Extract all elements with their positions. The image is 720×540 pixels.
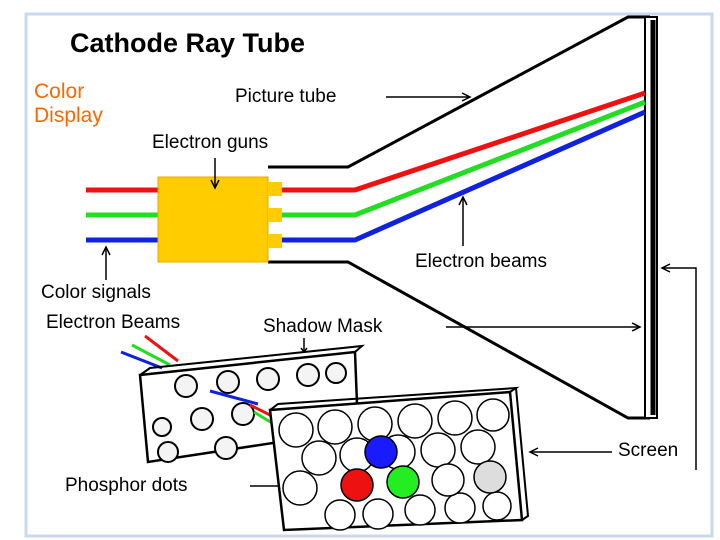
red-beam [282, 90, 646, 193]
color-display-label: Color Display [34, 80, 103, 128]
color-signals-label: Color signals [41, 282, 151, 303]
phosphor-screen-plate [268, 386, 530, 532]
blue-beam [282, 109, 647, 243]
blue-phosphor-dot [364, 435, 398, 469]
electron-guns-label: Electron guns [152, 132, 269, 153]
diagram-title: Cathode Ray Tube [70, 28, 306, 58]
shadow-mask-label: Shadow Mask [263, 316, 383, 337]
electron-beams-label: Electron beams [415, 251, 548, 272]
red-phosphor-dot [340, 468, 374, 502]
color-signal-lines [86, 187, 158, 243]
pointer-arrows [101, 92, 697, 491]
green-beam [282, 99, 646, 218]
picture-tube-label: Picture tube [235, 86, 337, 107]
screen-arrow [662, 267, 697, 470]
green-phosphor-dot [386, 465, 420, 499]
color-display-line2: Display [34, 104, 103, 127]
picture-tube-outline [268, 15, 650, 420]
mask-input-beams [120, 334, 179, 370]
phosphor-dots-label: Phosphor dots [65, 475, 188, 496]
electron-beams [282, 90, 647, 243]
screen-label: Screen [618, 440, 679, 461]
color-display-line1: Color [34, 80, 85, 103]
page-border [24, 12, 714, 538]
electron-beams-lower-label: Electron Beams [46, 312, 181, 333]
electron-gun-block [157, 176, 282, 263]
